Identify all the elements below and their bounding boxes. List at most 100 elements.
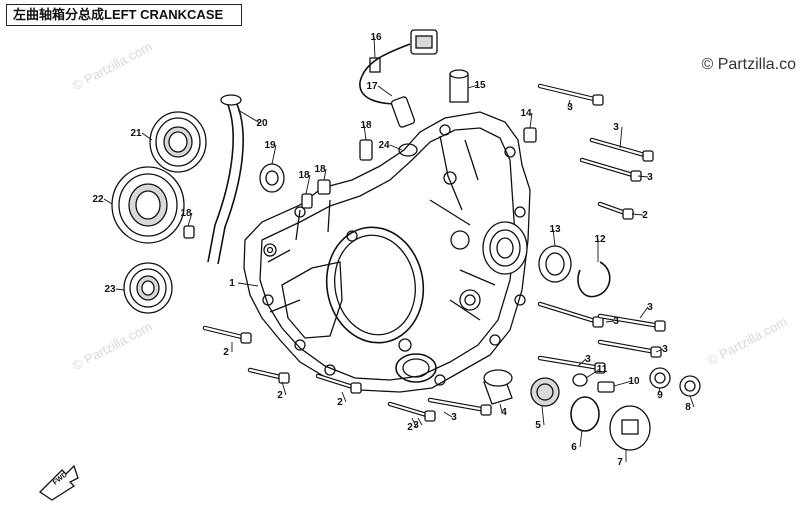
callout-number: 11 <box>597 364 608 375</box>
leader-line <box>417 417 423 426</box>
callout-number: 2 <box>223 347 229 358</box>
leader-line <box>103 198 113 205</box>
callout-number: 2 <box>337 397 343 408</box>
callout-number: 14 <box>520 108 532 119</box>
bolt-head <box>424 410 436 422</box>
leader-line <box>187 212 193 227</box>
watermark-corner: © Partzilla.co <box>701 56 796 73</box>
callout-number: 22 <box>92 194 104 205</box>
callout-number: 18 <box>298 170 310 181</box>
leader-line <box>237 109 261 124</box>
callout-number: 21 <box>130 128 142 139</box>
callout-number: 8 <box>685 402 691 413</box>
leader-line <box>467 84 479 89</box>
leader-line <box>323 168 327 181</box>
breather-hose-20 <box>207 94 244 265</box>
callout-number: 18 <box>314 164 326 175</box>
bolt-shaft-highlight <box>316 374 358 390</box>
leader-line <box>619 126 623 149</box>
bolt-shaft-highlight <box>580 158 638 178</box>
leader-line <box>631 213 644 216</box>
oil-seal-13 <box>538 245 572 283</box>
callout-number: 1 <box>229 278 235 289</box>
bearing-21 <box>149 111 207 173</box>
leader-line <box>271 144 277 165</box>
leader-line <box>689 395 695 408</box>
bearing-22 <box>111 166 185 244</box>
callout-number: 12 <box>594 234 606 245</box>
circlip-12 <box>577 261 611 298</box>
leader-line <box>613 380 633 387</box>
bolt-head <box>278 372 290 384</box>
callout-number: 17 <box>366 81 378 92</box>
leader-line <box>605 320 615 323</box>
bolt-shaft-highlight <box>428 398 488 412</box>
callout-number: 3 <box>613 122 619 133</box>
callout-number: 7 <box>617 457 623 468</box>
bolt-head <box>622 208 634 220</box>
callout-number: 23 <box>104 284 116 295</box>
leader-line <box>377 85 393 97</box>
leader-line <box>585 368 601 379</box>
dowel-pins <box>183 139 373 239</box>
leader-line <box>529 112 533 129</box>
bolt-head <box>642 150 654 162</box>
leader-line <box>579 429 583 448</box>
bolt-head <box>240 332 252 344</box>
callout-number: 15 <box>474 80 486 91</box>
bolt-head <box>350 382 362 394</box>
leader-line <box>541 405 545 426</box>
callout-number: 19 <box>264 140 276 151</box>
callout-number: 3 <box>647 172 653 183</box>
bearing-23 <box>123 262 173 314</box>
parts-lower-right <box>483 367 701 451</box>
callout-number: 18 <box>360 120 372 131</box>
leader-line <box>373 36 376 59</box>
bolt-shaft-highlight <box>598 314 662 328</box>
crankcase-body <box>243 111 531 393</box>
fwd-arrow-icon: FWD <box>38 464 79 501</box>
leader-line <box>141 132 153 141</box>
leader-line <box>637 175 649 178</box>
leader-line <box>237 282 259 287</box>
bolt-head <box>592 94 604 106</box>
callout-number: 3 <box>662 344 668 355</box>
callout-number: 6 <box>571 442 577 453</box>
callout-number: 20 <box>256 118 268 129</box>
leader-line <box>577 358 587 367</box>
callout-number: 2 <box>407 422 413 433</box>
callout-number: 2 <box>642 210 648 221</box>
oil-seal-19 <box>259 163 285 193</box>
callout-number: 10 <box>628 376 640 387</box>
leader-line <box>655 348 664 353</box>
bolt-shaft-highlight <box>203 326 248 340</box>
callout-number: 3 <box>613 316 619 327</box>
bolt-shaft-highlight <box>538 302 600 324</box>
leader-line <box>411 417 417 428</box>
leader-line <box>341 391 347 403</box>
callout-number: 9 <box>657 390 663 401</box>
callout-number: 13 <box>549 224 561 235</box>
bolt-shaft-highlight <box>388 402 432 418</box>
callout-number: 18 <box>180 208 192 219</box>
bolt-shaft-highlight <box>538 356 602 370</box>
leader-line <box>499 403 503 413</box>
callout-number: 3 <box>647 302 653 313</box>
callout-number: 5 <box>535 420 541 431</box>
bolt-head <box>654 320 666 332</box>
bolt-head <box>480 404 492 416</box>
sensor-assembly <box>359 29 537 157</box>
callout-number: 16 <box>370 32 382 43</box>
diagram-title: 左曲轴箱分总成LEFT CRANKCASE <box>6 4 242 26</box>
callout-number: 3 <box>585 354 591 365</box>
leader-line <box>552 228 556 247</box>
callout-number: 3 <box>567 102 573 113</box>
bolt-shaft-highlight <box>598 340 658 354</box>
leader-line <box>305 174 311 195</box>
bolt-shaft-highlight <box>248 368 286 380</box>
callout-number: 4 <box>501 407 507 418</box>
leader-line <box>567 99 571 108</box>
leader-line <box>363 124 367 141</box>
leader-line <box>281 381 287 396</box>
